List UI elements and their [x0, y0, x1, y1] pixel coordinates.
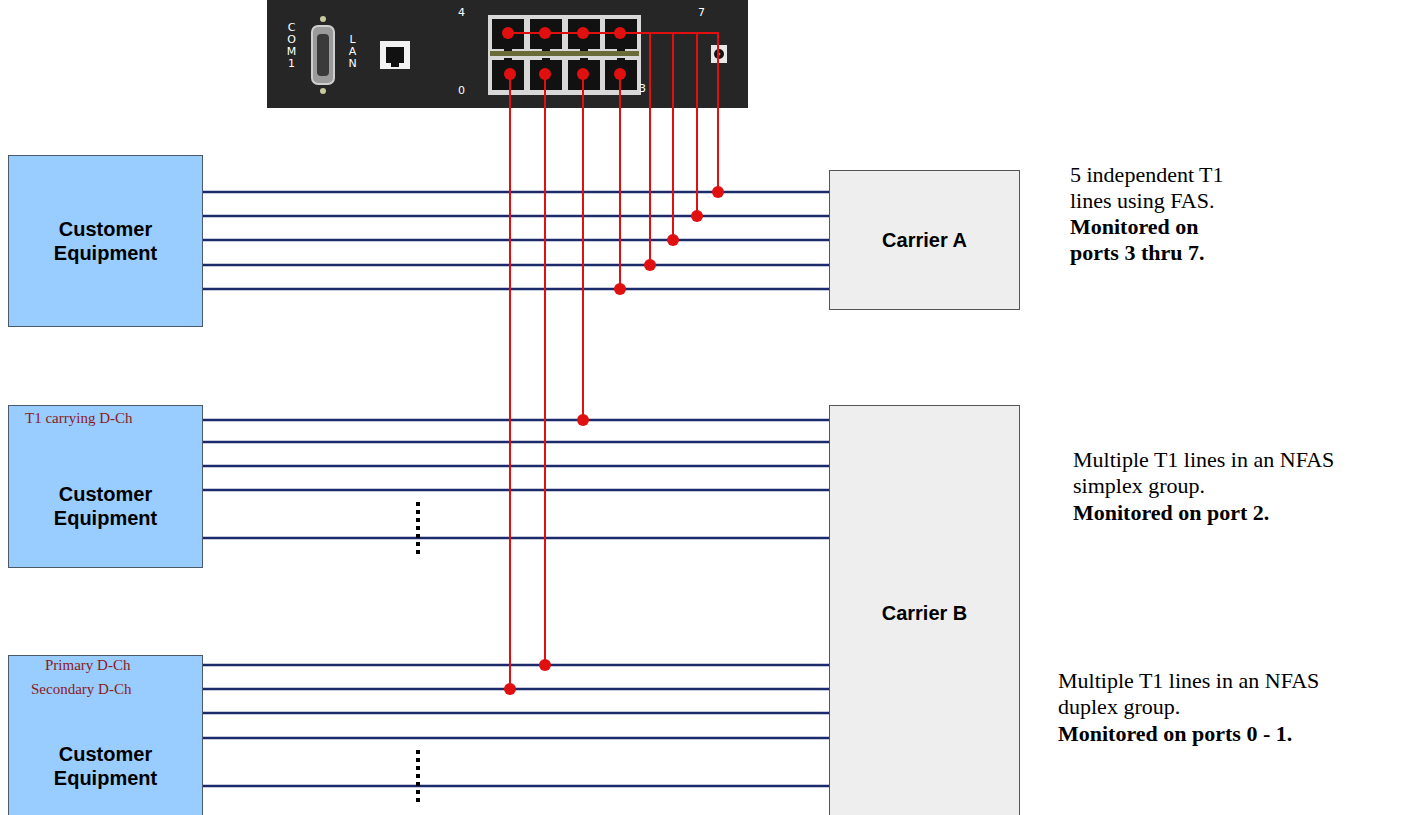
note-text: Monitored on port 2. [1073, 500, 1343, 526]
note-text: Multiple T1 lines in an NFAS simplex gro… [1073, 447, 1343, 499]
com-connector [312, 16, 334, 94]
carrier-box: Carrier A [829, 170, 1020, 310]
dotted-continuation [416, 502, 420, 804]
d-channel-label: Secondary D-Ch [31, 681, 131, 698]
note-text: 5 independent T1 lines using FAS. [1070, 162, 1245, 214]
box-title: Customer Equipment [17, 482, 194, 530]
t1-line [203, 712, 829, 715]
device-body [267, 0, 748, 108]
port-label: LAN [347, 34, 358, 70]
customer-equipment-box: Customer Equipment [8, 155, 203, 327]
carrier-box: Carrier B [829, 405, 1020, 815]
rj45-tab [542, 58, 550, 64]
device-unit: COM1 LAN 4 7 0 3 [267, 0, 748, 108]
t1-line [203, 215, 829, 218]
t1-line [203, 489, 829, 492]
note-text: Monitored on ports 0 - 1. [1058, 721, 1358, 747]
t1-line [203, 664, 829, 667]
t1-line [203, 191, 829, 194]
port-number: 7 [698, 6, 705, 19]
customer-equipment-box: Primary D-ChSecondary D-ChCustomer Equip… [8, 655, 203, 815]
rj45-tab [580, 58, 588, 64]
t1-line [203, 441, 829, 444]
note-text: Monitored on ports 3 thru 7. [1070, 214, 1245, 266]
box-title: Customer Equipment [17, 742, 194, 790]
rj45-port [492, 60, 524, 90]
t1-line [203, 465, 829, 468]
t1-line [203, 785, 829, 788]
customer-equipment-box: T1 carrying D-ChCustomer Equipment [8, 405, 203, 568]
rj45-tab [504, 58, 512, 64]
port-label: COM1 [286, 22, 297, 70]
port-number: 3 [639, 82, 646, 95]
t1-line [203, 419, 829, 422]
box-title: Customer Equipment [17, 217, 194, 265]
t1-line [203, 264, 829, 267]
box-title: Carrier A [838, 228, 1011, 252]
monitor-taps [508, 33, 718, 689]
rj45-tab [617, 58, 625, 64]
box-title: Carrier B [838, 601, 1011, 625]
t1-line [203, 737, 829, 740]
rj45-tab [617, 45, 625, 51]
d-channel-label: T1 carrying D-Ch [25, 410, 132, 427]
rj45-tab [580, 45, 588, 51]
lan-jack [380, 41, 410, 69]
t1-line [203, 239, 829, 242]
tap-dots [502, 27, 724, 695]
port-number: 4 [458, 6, 465, 19]
t1-line [203, 537, 829, 540]
note-text: Multiple T1 lines in an NFAS duplex grou… [1058, 668, 1328, 720]
port-number: 0 [458, 84, 465, 97]
rj45-ports [492, 19, 637, 90]
rj45-tab [504, 45, 512, 51]
t1-line [203, 288, 829, 291]
d-channel-label: Primary D-Ch [45, 657, 130, 674]
rj45-tab [542, 45, 550, 51]
